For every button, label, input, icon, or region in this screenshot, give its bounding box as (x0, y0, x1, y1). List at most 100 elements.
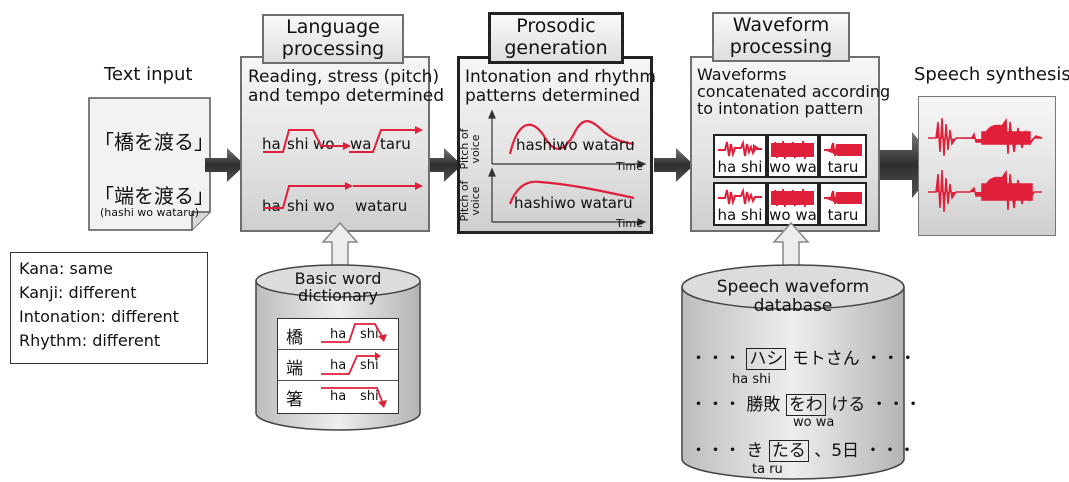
desc-line: and tempo determined (248, 86, 445, 106)
entry-syllable: shi (360, 327, 379, 342)
text-input-line1: 「橋を渡る」 (94, 130, 214, 154)
db-row-sub: ta ru (752, 462, 783, 477)
waveform-segment: wo wa (767, 134, 819, 178)
entry-syllable: shi (360, 358, 379, 373)
syllable-label: ha (262, 135, 281, 153)
intonation-graph-1 (488, 109, 647, 168)
comparison-line: Rhythm: different (19, 331, 161, 350)
title-line: Basic word (294, 269, 382, 288)
pitch-accent-icon (263, 182, 423, 209)
intonation-graph-2 (488, 167, 647, 226)
waveform-segment: taru (819, 134, 867, 178)
flow-arrow-icon (654, 148, 694, 182)
flow-arrow-icon (422, 148, 462, 182)
pitch-accent-icon (263, 126, 423, 153)
title-line: Speech waveform (716, 277, 870, 297)
text-input-title: Text input (104, 64, 193, 85)
flow-arrow-icon (205, 148, 245, 182)
comparison-line: Kana: same (19, 259, 114, 278)
title-line: database (753, 296, 833, 316)
segment-label: taru (827, 158, 859, 176)
waveform-segment: ha shi (713, 134, 767, 178)
dictionary-entry: 箸 ha shi (278, 381, 398, 411)
db-row-match: ハシ (746, 348, 787, 370)
db-row-match: たる (768, 440, 809, 462)
desc-line: Waveforms (697, 65, 787, 84)
segment-label: ha shi (717, 158, 763, 176)
y-axis-label: Pitch of voice (458, 127, 482, 171)
entry-syllable: ha (330, 389, 347, 404)
desc-line: Intonation and rhythm (465, 67, 656, 87)
entry-syllable: shi (360, 389, 379, 404)
speech-waveform-icon (928, 117, 1043, 213)
graph-phrase: hashiwo wataru (514, 194, 633, 212)
tab-line: Prosodic (516, 15, 596, 37)
syllable-label: wataru (355, 197, 408, 215)
desc-line: patterns determined (465, 86, 641, 106)
document-icon (88, 97, 211, 231)
syllable-label: shi (287, 135, 309, 153)
entry-syllable: ha (330, 358, 347, 373)
title-line: dictionary (298, 286, 378, 305)
db-row: ・・・ き たる 、5日 ・・・ (690, 436, 916, 462)
dictionary-entry: 端 ha shi (278, 350, 398, 381)
waveform-processing-tab: Waveform processing (712, 12, 850, 62)
db-row: ・・・ ハシ モトさん ・・・ (690, 344, 917, 370)
segment-label: taru (827, 206, 859, 224)
db-row-pre: ・・・ (690, 349, 741, 369)
language-processing-tab: Language processing (262, 14, 404, 64)
desc-line: Reading, stress (pitch) (248, 67, 440, 87)
up-arrow-icon (772, 221, 810, 268)
tab-line: Language (286, 16, 380, 38)
prosodic-generation-panel (457, 56, 653, 234)
tab-line: processing (281, 38, 385, 60)
dictionary-entry: 橋 ha shi (278, 319, 398, 350)
syllable-label: taru (380, 135, 411, 153)
tab-line: generation (504, 37, 608, 59)
entry-kanji: 橋 (286, 328, 303, 348)
x-axis-label: Time (616, 160, 643, 173)
text-input-romaji: (hashi wo wataru) (100, 206, 200, 219)
dictionary-pitch-icon (321, 323, 387, 408)
up-arrow-icon (321, 221, 359, 268)
comparison-line: Intonation: different (19, 307, 179, 326)
db-row-sub: wo wa (793, 415, 835, 430)
entry-kanji: 端 (286, 359, 303, 379)
syllable-label: wa (350, 135, 372, 153)
segment-label: ha shi (717, 206, 763, 224)
language-desc: Reading, stress (pitch) and tempo determ… (248, 68, 444, 106)
dictionary-table: 橋 ha shi 端 ha shi 箸 ha shi (277, 318, 399, 414)
dictionary-title: Basic word dictionary (276, 270, 400, 304)
speech-synthesis-panel (918, 96, 1056, 236)
db-row-match: をわ (785, 394, 826, 416)
segment-label: wo wa (769, 206, 817, 224)
syllable-label: ha (262, 197, 281, 215)
db-row-post: モトさん ・・・ (791, 349, 917, 369)
waveform-segment: wo wa (767, 182, 819, 226)
database-title: Speech waveform database (700, 278, 886, 316)
x-axis-label: Time (616, 217, 643, 230)
y-axis-label: Pitch of voice (458, 179, 482, 223)
tab-line: Waveform (732, 14, 830, 36)
axis-line: voice (469, 134, 482, 164)
prosodic-desc: Intonation and rhythm patterns determine… (465, 68, 656, 106)
desc-line: concatenated according (697, 82, 891, 101)
speech-synthesis-title: Speech synthesis (914, 64, 1069, 85)
syllable-label: shi wo (287, 197, 335, 215)
db-row-pre: ・・・ 勝敗 (690, 395, 781, 415)
db-row-post: 、5日 ・・・ (814, 441, 916, 461)
waveform-desc: Waveforms concatenated according to into… (697, 66, 890, 117)
entry-kanji: 箸 (286, 390, 303, 410)
db-row-sub: ha shi (732, 372, 771, 387)
text-input-line2: 「端を渡る」 (94, 184, 214, 208)
graph-phrase: hashiwo wataru (516, 136, 635, 154)
segment-label: wo wa (769, 158, 817, 176)
entry-syllable: ha (330, 327, 347, 342)
waveform-segment: taru (819, 182, 867, 226)
db-row-post: ける ・・・ (831, 395, 922, 415)
db-row: ・・・ 勝敗 をわ ける ・・・ (690, 390, 922, 416)
desc-line: to intonation pattern (697, 99, 864, 118)
axis-line: voice (469, 186, 482, 216)
tab-line: processing (729, 36, 833, 58)
comparison-box: Kana: same Kanji: different Intonation: … (10, 252, 208, 364)
